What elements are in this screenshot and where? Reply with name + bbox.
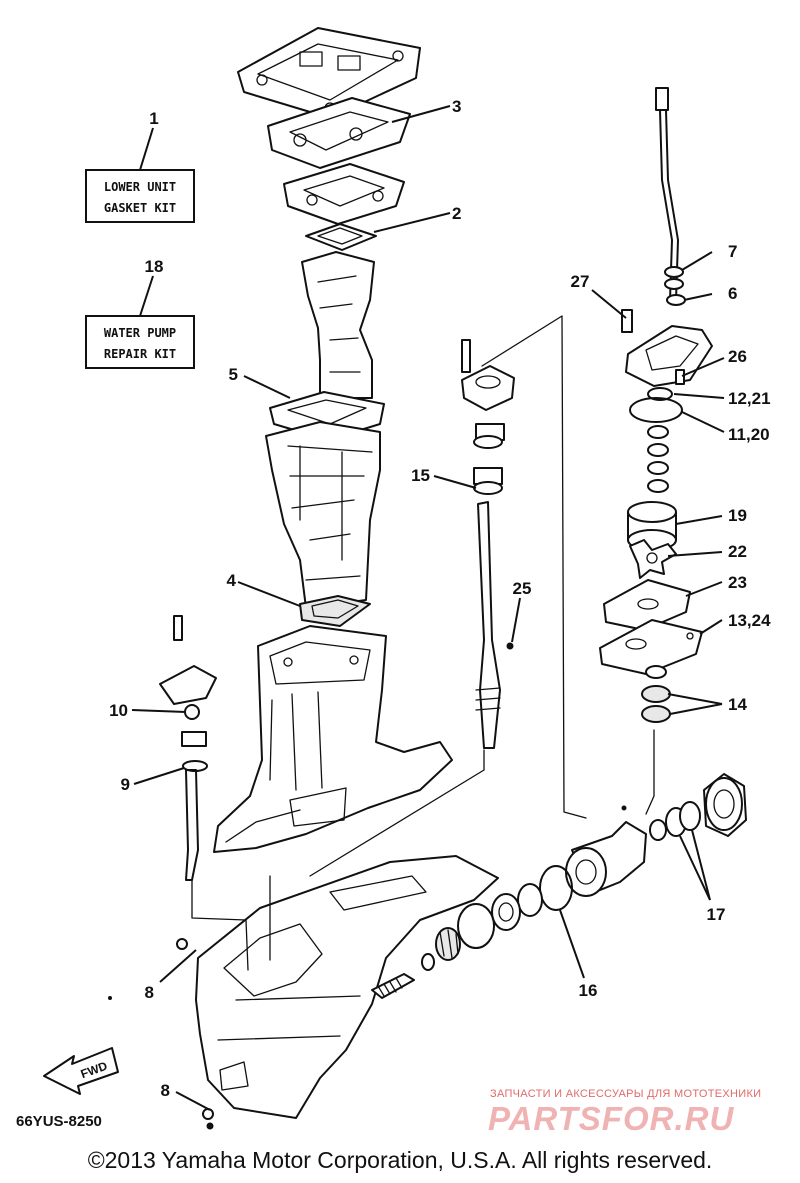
callout-3: 3	[452, 97, 461, 116]
pump-seals	[629, 387, 683, 493]
upper-mount-plate	[237, 27, 421, 119]
callout-26: 26	[728, 347, 747, 366]
callout-kit-18: 18	[145, 257, 164, 276]
drawing-code: 66YUS-8250	[16, 1113, 102, 1130]
callout-16: 16	[579, 981, 598, 1000]
callout-5: 5	[229, 365, 238, 384]
upper-lower-case	[213, 625, 453, 853]
shim-ring	[457, 903, 495, 949]
callout-8-upper: 8	[145, 983, 154, 1002]
callout-13-24: 13,24	[728, 611, 771, 630]
callout-19: 19	[728, 506, 747, 525]
kit-water-pump-line2: REPAIR KIT	[104, 347, 176, 361]
callout-7: 7	[728, 242, 737, 261]
callout-numbers: 1 18 3 2 5 4 7 6 27 26 12,21 11,20 15 19…	[109, 97, 771, 1100]
oring-16	[539, 865, 573, 911]
reverse-gear	[435, 927, 461, 961]
grommets-6-7	[664, 266, 686, 306]
kit-lower-unit-gasket: LOWER UNIT GASKET KIT	[85, 127, 195, 223]
pump-housing	[621, 309, 713, 387]
assembly-lines	[191, 315, 655, 971]
impeller-22	[629, 539, 677, 579]
upper-casing	[301, 251, 375, 399]
callout-14: 14	[728, 695, 747, 714]
callout-27: 27	[571, 272, 590, 291]
gasket-13-24	[599, 619, 703, 675]
bearing-ring	[491, 883, 543, 931]
drive-shaft-bearings	[473, 423, 505, 495]
propeller-shaft	[371, 973, 415, 999]
watermark-caption: ЗАПЧАСТИ И АКСЕССУАРЫ ДЛЯ МОТОТЕХНИКИ	[490, 1088, 762, 1100]
copyright-notice: ©2013 Yamaha Motor Corporation, U.S.A. A…	[87, 1147, 713, 1173]
kit-lower-unit-line2: GASKET KIT	[104, 201, 176, 215]
gear-case	[195, 855, 499, 1119]
pump-insert-19	[627, 501, 677, 551]
small-gasket-2	[305, 223, 377, 251]
callout-8-lower: 8	[161, 1081, 170, 1100]
shift-rod	[159, 615, 217, 881]
gasket-4	[299, 595, 371, 627]
guide-plate	[283, 163, 405, 225]
callout-10: 10	[109, 701, 128, 720]
exhaust-housing	[265, 421, 381, 609]
kit-lower-unit-line1: LOWER UNIT	[104, 180, 176, 194]
callout-23: 23	[728, 573, 747, 592]
callout-11-20: 11,20	[728, 425, 770, 444]
drive-shaft-housing-cap	[461, 339, 515, 411]
callout-kit-1: 1	[149, 109, 158, 128]
callout-15: 15	[411, 466, 430, 485]
oil-seals-14	[641, 665, 671, 723]
bearing-housing-cap	[703, 773, 747, 837]
prop-shaft-housing	[565, 821, 647, 897]
prop-shaft-washer	[421, 953, 435, 971]
small-pin-parts	[108, 642, 627, 1130]
leader-lines	[131, 105, 725, 1111]
callout-25: 25	[513, 579, 532, 598]
rear-seals-17	[649, 801, 701, 841]
callout-17: 17	[707, 905, 726, 924]
callout-4: 4	[227, 571, 237, 590]
kit-water-pump-repair: WATER PUMP REPAIR KIT	[85, 275, 195, 369]
callout-12-21: 12,21	[728, 389, 771, 408]
callout-22: 22	[728, 542, 747, 561]
callout-6: 6	[728, 284, 737, 303]
drive-shaft	[475, 501, 501, 749]
callout-2: 2	[452, 204, 461, 223]
fwd-arrow-icon: FWD	[43, 1047, 119, 1095]
kit-water-pump-line1: WATER PUMP	[104, 326, 176, 340]
exhaust-gasket	[267, 97, 411, 169]
callout-9: 9	[121, 775, 130, 794]
outer-plate-23	[603, 579, 691, 631]
watermark-brand: PARTSFOR.RU	[488, 1100, 735, 1137]
